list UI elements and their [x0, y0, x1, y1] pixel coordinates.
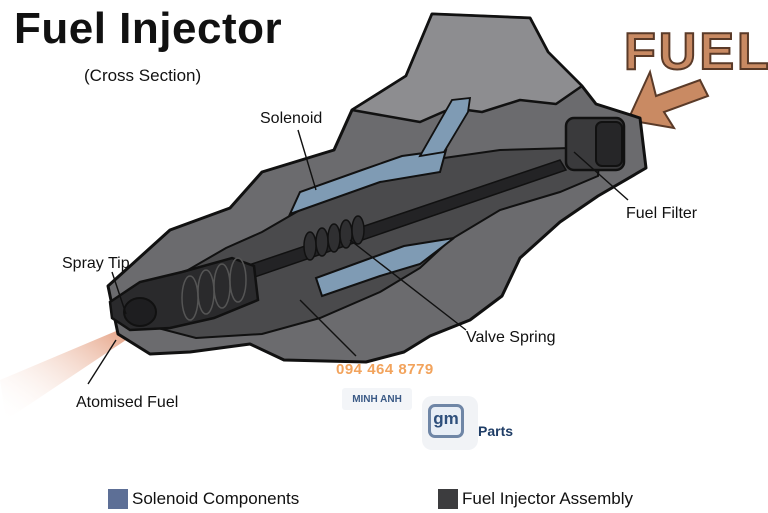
fuel-filter-pointer [573, 151, 629, 201]
spray-tip-rings [181, 257, 247, 321]
atomised-fuel-spray [0, 326, 132, 420]
gm-logo-mark: gm [428, 404, 464, 438]
gm-logo: gm [422, 396, 478, 450]
legend-injector-assembly: Fuel Injector Assembly [438, 489, 633, 509]
fuel-inlet-label: FUEL [623, 22, 768, 82]
legend-label-assembly: Fuel Injector Assembly [462, 489, 634, 508]
solenoid-pointer [297, 129, 317, 191]
diagram-subtitle: (Cross Section) [84, 66, 202, 85]
fuel-inlet-arrow [626, 68, 710, 130]
connector-terminal [418, 96, 472, 158]
solenoid-label: Solenoid [260, 110, 323, 127]
diagram-title: Fuel Injector [14, 4, 283, 53]
valve-spring-label: Valve Spring [466, 329, 556, 346]
valve-spring-coils [303, 215, 365, 261]
fuel-filter-label: Fuel Filter [626, 205, 698, 222]
legend-solenoid-components: Solenoid Components [108, 489, 299, 509]
spray-tip-pointer [111, 271, 127, 315]
watermark-name: MINH ANH [342, 388, 412, 410]
valve-spring-pointer [349, 239, 467, 331]
watermark-parts: Parts [478, 423, 514, 439]
spray-tip-label: Spray Tip [62, 255, 130, 272]
legend-swatch-assembly [438, 489, 458, 509]
atomised-fuel-label: Atomised Fuel [76, 394, 179, 411]
atomised-fuel-pointer [87, 339, 117, 385]
watermark-phone: 094 464 8779 [336, 361, 434, 378]
lower-stem-pointer [299, 299, 357, 357]
legend-swatch-solenoid [108, 489, 128, 509]
legend-label-solenoid: Solenoid Components [132, 489, 300, 508]
